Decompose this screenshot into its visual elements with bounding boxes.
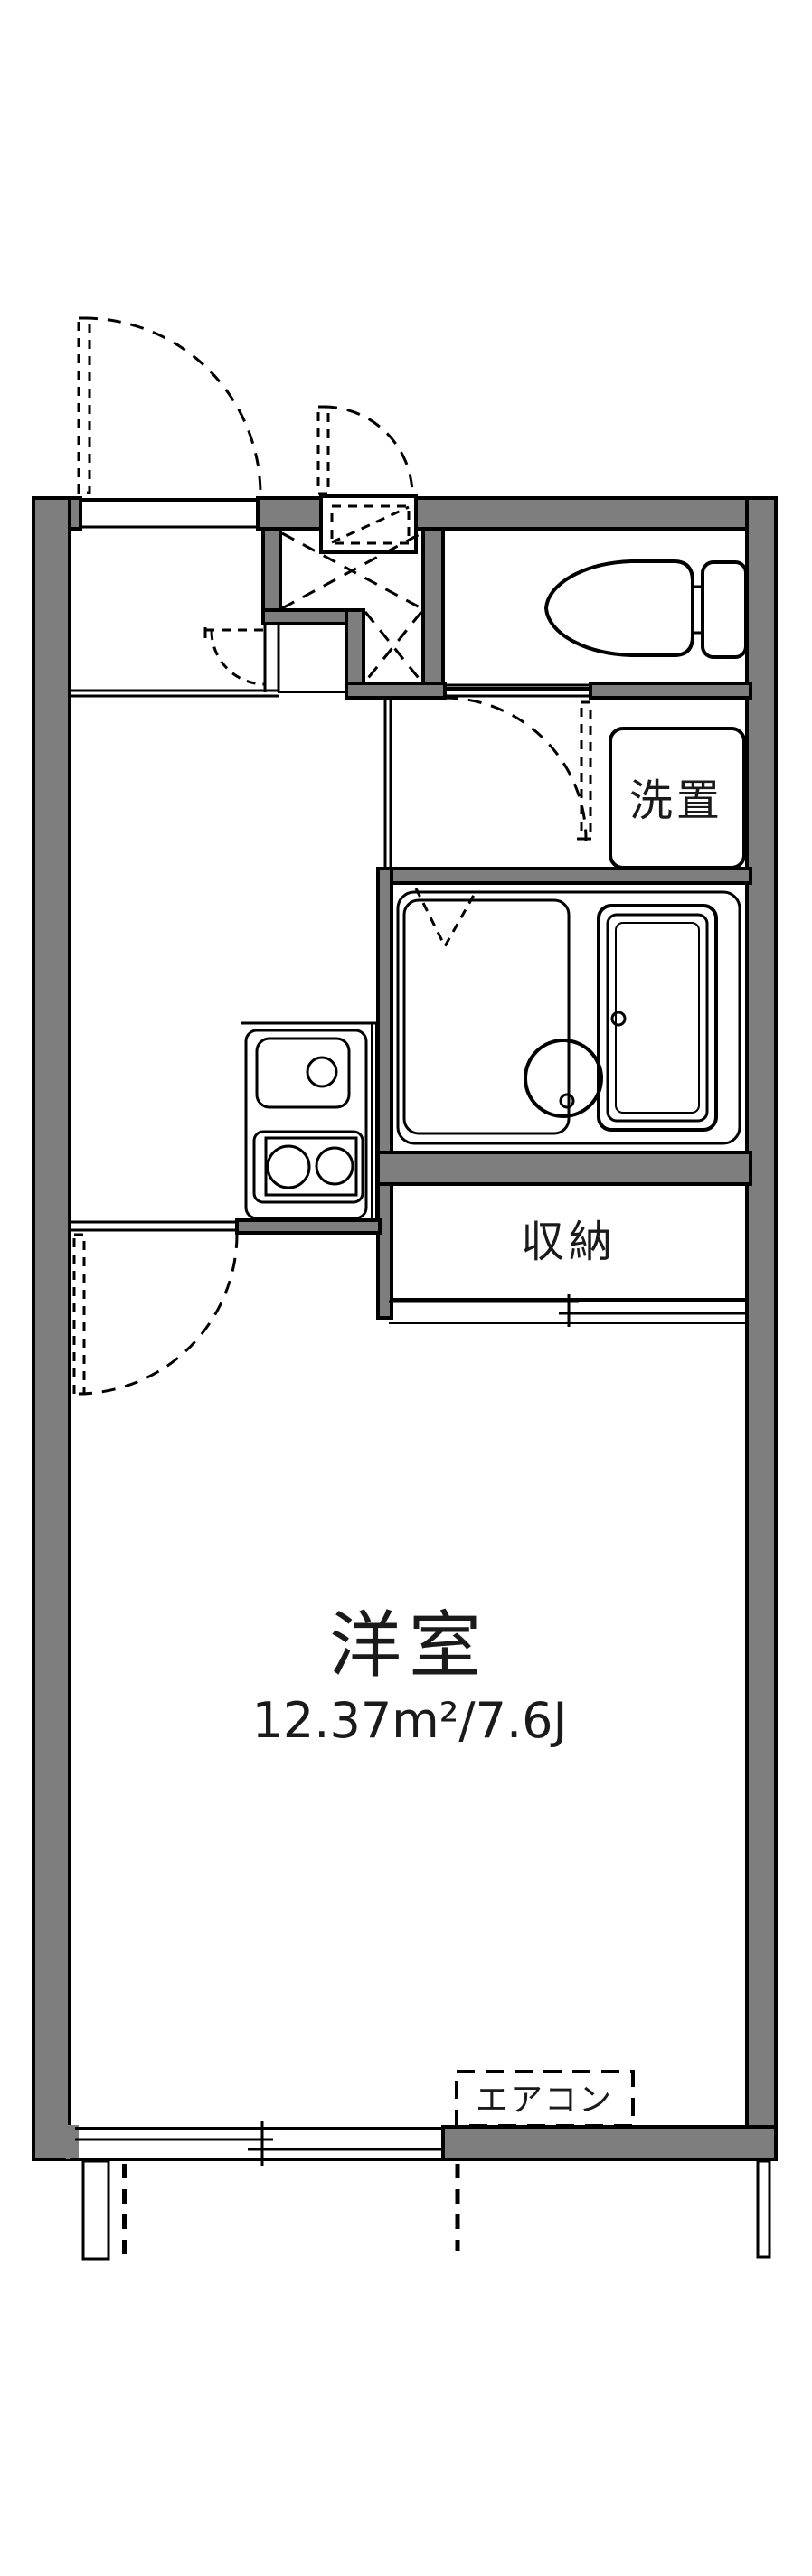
storage-door-arc xyxy=(210,630,266,686)
aircon-box xyxy=(455,2070,635,2128)
meter-door-leaf xyxy=(316,405,330,495)
wall-toilet-left xyxy=(421,527,445,700)
toilet-bowl xyxy=(543,559,694,657)
stove-inner xyxy=(264,1136,358,1197)
aircon-label: エアコン xyxy=(476,2082,613,2119)
kitchen-side-lines xyxy=(371,1023,377,1220)
bath-stool-drain xyxy=(559,1093,575,1109)
wall-toilet-bottom-right xyxy=(589,682,752,700)
toilet-hinge-tabs xyxy=(693,585,703,635)
toilet-tank xyxy=(701,560,748,659)
entrance-storage xyxy=(278,623,347,693)
main-room-area: 12.37m²/7.6J xyxy=(252,1692,568,1749)
balcony-post-left xyxy=(81,2159,110,2261)
main-room-label: 洋室 xyxy=(329,1603,488,1688)
wall-toilet-bottom-left xyxy=(345,682,447,700)
meter-box-dashed xyxy=(330,504,411,545)
storage-door-opening xyxy=(263,624,280,692)
room-door-arc xyxy=(78,1230,239,1396)
wall-left xyxy=(32,496,71,2161)
balcony-post-right xyxy=(756,2159,771,2259)
meter-door-arc xyxy=(323,405,414,496)
wall-bottom-left-notch xyxy=(66,2125,79,2159)
stove-outer xyxy=(252,1130,364,1204)
kitchen-faucet xyxy=(306,1056,338,1088)
wall-bottom-right xyxy=(441,2125,778,2161)
toilet-door-arc xyxy=(444,696,588,841)
washer-place-label: 洗置 xyxy=(629,776,723,826)
bathtub-drain xyxy=(610,1011,627,1027)
entrance-door-arc xyxy=(83,316,262,495)
stove-burner-left xyxy=(266,1144,311,1189)
kitchen-sink xyxy=(255,1037,351,1109)
bathtub-mid xyxy=(606,913,709,1123)
wall-room-top xyxy=(235,1218,382,1235)
shower-pan xyxy=(402,898,571,1135)
wall-top-right xyxy=(412,496,778,531)
room-door-leaf xyxy=(72,1233,86,1396)
wall-storage-top xyxy=(261,608,360,625)
bath-stool xyxy=(524,1039,603,1118)
stove-burner-right xyxy=(315,1146,354,1186)
meter-box-diagonal xyxy=(331,505,410,544)
bathroom-folding-door xyxy=(414,888,478,950)
closet-label: 収納 xyxy=(521,1217,617,1267)
wall-top-mid xyxy=(256,496,325,531)
toilet-door-threshold xyxy=(445,683,590,698)
toilet-door-leaf xyxy=(580,700,592,841)
bathroom-inner-outline xyxy=(396,890,741,1145)
wall-bathroom-top xyxy=(376,867,752,885)
pipe-shaft-cross xyxy=(281,531,423,682)
wall-bathroom-bottom xyxy=(376,1151,752,1186)
washroom-opening xyxy=(383,698,392,869)
room-door-threshold xyxy=(70,1220,237,1232)
genkan-step-edge xyxy=(70,689,279,698)
wall-shaft-left xyxy=(261,527,282,623)
bathtub-outer xyxy=(597,904,718,1132)
entrance-door-leaf xyxy=(77,316,91,494)
bathtub-inner xyxy=(615,922,700,1114)
wall-right xyxy=(745,496,778,2161)
wall-bathroom-left xyxy=(376,867,393,1320)
